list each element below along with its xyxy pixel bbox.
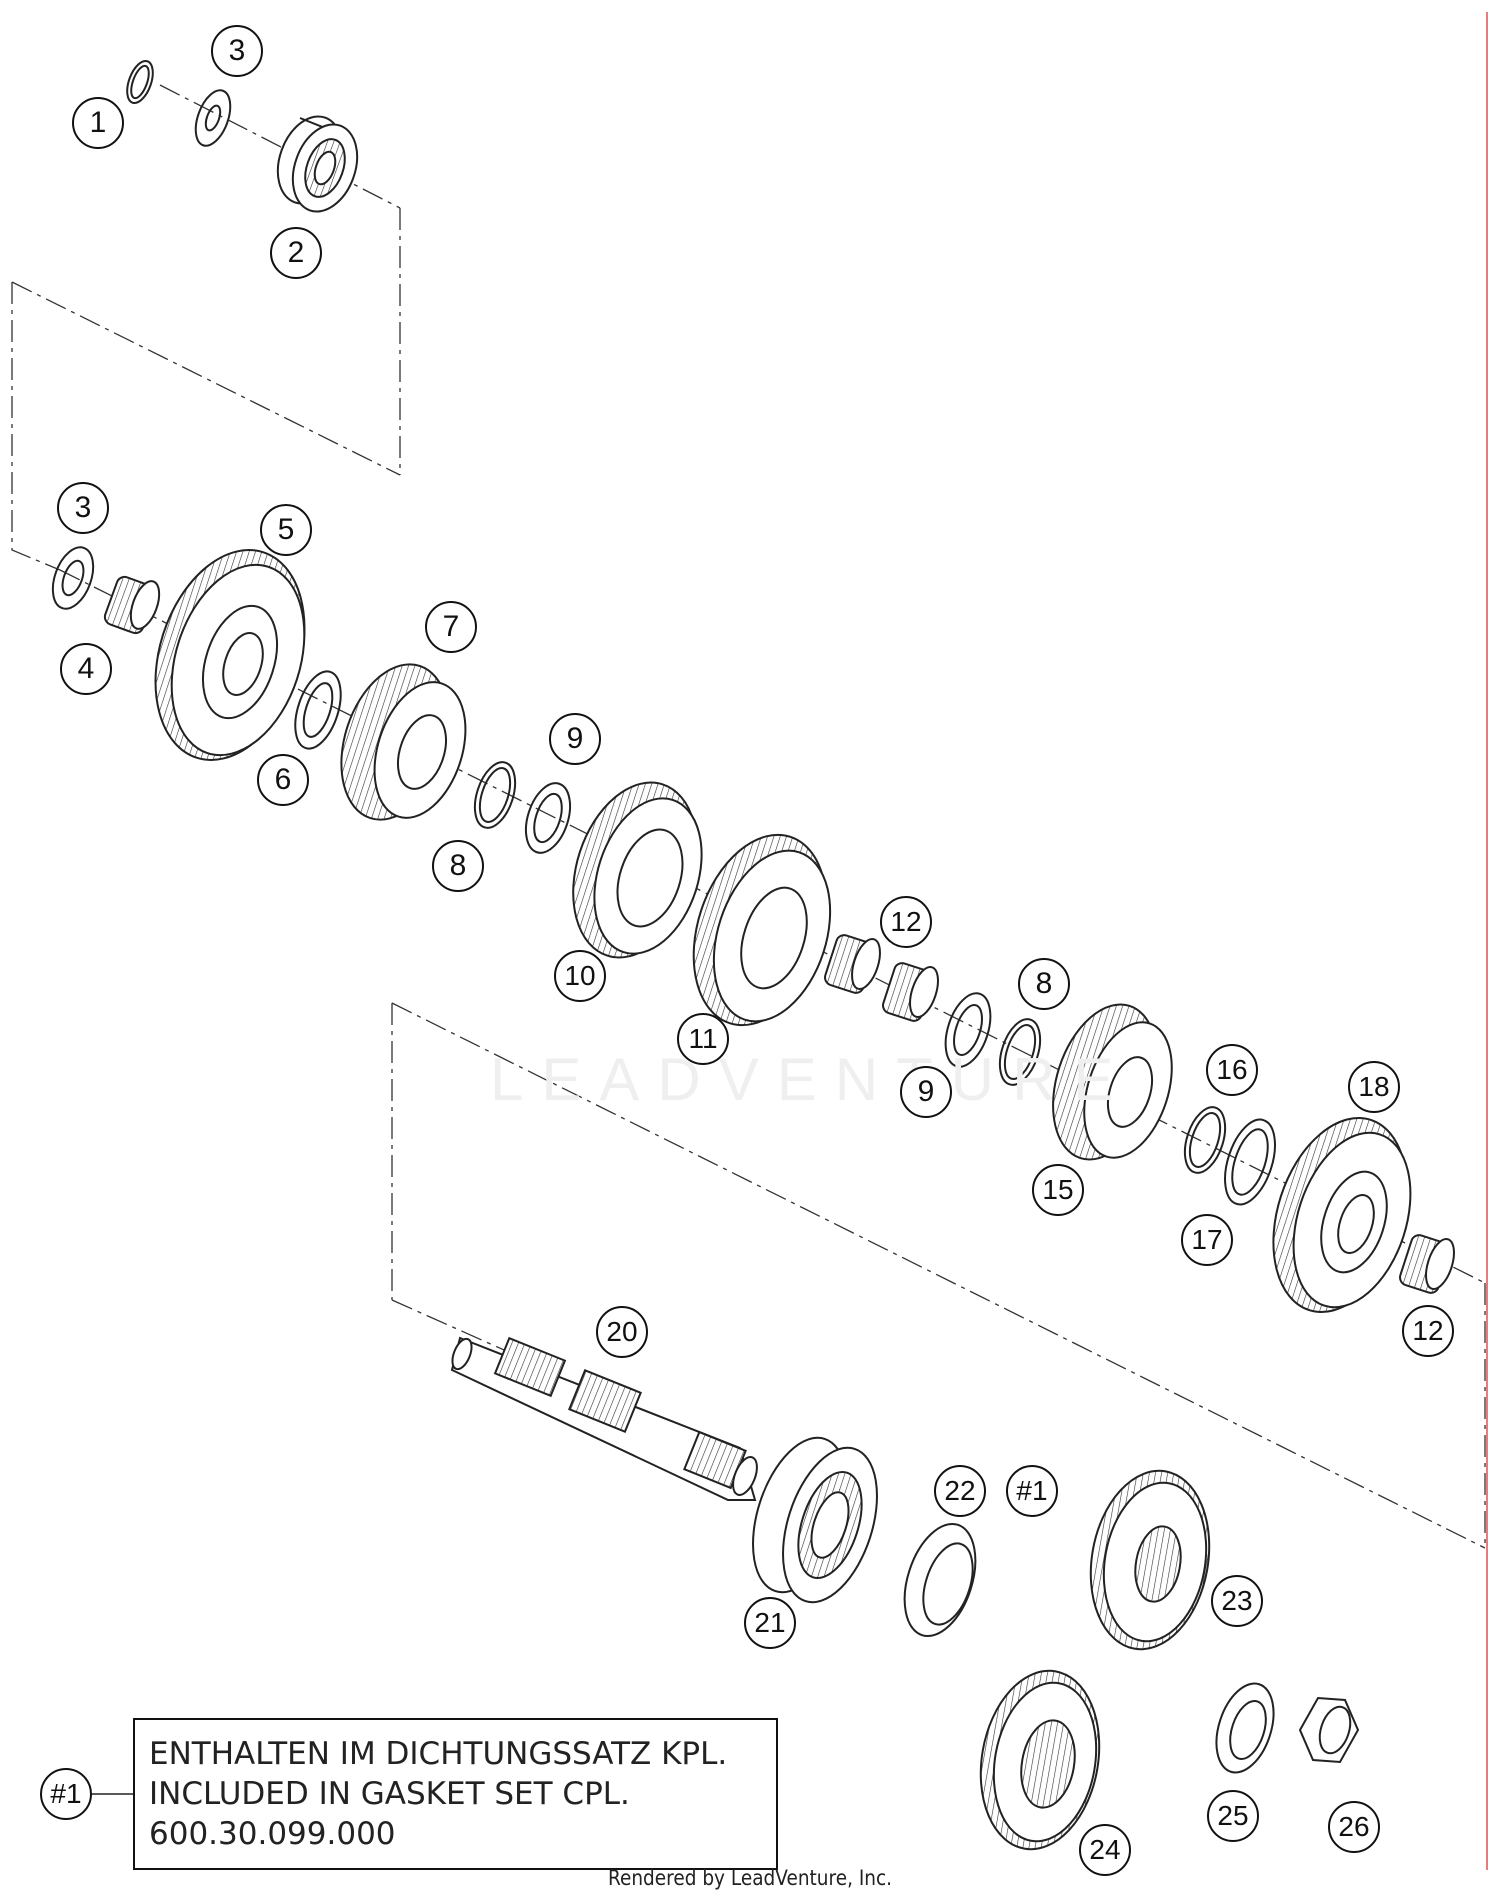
callout-25: 25: [1207, 1790, 1259, 1842]
note-ref-callout: #1: [40, 1768, 92, 1820]
gear-part-10: [572, 781, 703, 959]
callout-16: 16: [1206, 1044, 1258, 1096]
gasket-note-box: ENTHALTEN IM DICHTUNGSSATZ KPL. INCLUDED…: [133, 1718, 778, 1870]
callout-5: 5: [260, 504, 312, 556]
callout-11: 11: [677, 1013, 729, 1065]
callout-21: 21: [744, 1597, 796, 1649]
callout-1: 1: [72, 97, 124, 149]
needle-bearing-part-4: [103, 575, 161, 635]
callout-20: 20: [596, 1306, 648, 1358]
callout-10: 10: [554, 950, 606, 1002]
circlip-part-8-upper: [473, 761, 517, 829]
washer-part-3-lower: [51, 546, 95, 610]
gear-part-5: [154, 549, 306, 761]
spline-washer-part-9-lower: [944, 992, 992, 1068]
callout-3: 3: [211, 25, 263, 77]
washer-part-3-top: [194, 89, 232, 147]
washer-part-17: [1224, 1118, 1276, 1206]
callout-9: 9: [900, 1066, 952, 1118]
callout-7: 7: [425, 601, 477, 653]
callout-23: 23: [1211, 1575, 1263, 1627]
callout-24: 24: [1079, 1824, 1131, 1876]
callout-9: 9: [549, 713, 601, 765]
note-line-german: ENTHALTEN IM DICHTUNGSSATZ KPL.: [149, 1736, 728, 1772]
bearing-part-2: [276, 115, 359, 213]
callout-18: 18: [1348, 1061, 1400, 1113]
sprocket-part-23: [1089, 1469, 1211, 1651]
callout-4: 4: [60, 643, 112, 695]
callout-3: 3: [57, 482, 109, 534]
callout-26: 26: [1328, 1801, 1380, 1853]
callout-2: 2: [270, 227, 322, 279]
callout-17: 17: [1181, 1214, 1233, 1266]
footer-credit: Rendered by LeadVenture, Inc.: [607, 1866, 893, 1890]
circlip-part-1: [126, 59, 154, 105]
washer-part-6: [294, 670, 342, 750]
callout-15: 15: [1032, 1164, 1084, 1216]
note-line-english: INCLUDED IN GASKET SET CPL.: [149, 1776, 630, 1812]
gear-part-7: [340, 663, 467, 821]
callout-6: 6: [257, 754, 309, 806]
axis-lines: [11, 84, 1486, 1549]
note-line-part-number: 600.30.099.000: [149, 1816, 396, 1852]
gear-part-15: [1052, 1003, 1173, 1161]
gear-part-18: [1272, 1116, 1412, 1314]
callout-12: 12: [880, 896, 932, 948]
spline-washer-part-9-upper: [524, 782, 572, 854]
callout-8: 8: [1018, 958, 1070, 1010]
gear-part-11: [692, 833, 832, 1027]
callout-8: 8: [432, 840, 484, 892]
lock-washer-part-25: [1215, 1682, 1275, 1774]
watermark: LEADVENTURE: [490, 1046, 1132, 1113]
callout-22: 22: [934, 1465, 986, 1517]
circlip-part-16: [1183, 1106, 1227, 1174]
circlip-part-8-lower: [998, 1018, 1042, 1086]
bearing-part-21: [752, 1436, 878, 1604]
callout-ref-1: #1: [1006, 1465, 1058, 1517]
sprocket-part-24: [979, 1669, 1101, 1851]
needle-bearing-part-12-lower: [1399, 1234, 1455, 1294]
callout-12: 12: [1402, 1305, 1454, 1357]
needle-bearing-part-12-upper: [824, 934, 939, 1022]
nut-part-26: [1298, 1696, 1360, 1764]
seal-part-22: [903, 1522, 977, 1638]
shaft-part-20: [450, 1336, 758, 1501]
